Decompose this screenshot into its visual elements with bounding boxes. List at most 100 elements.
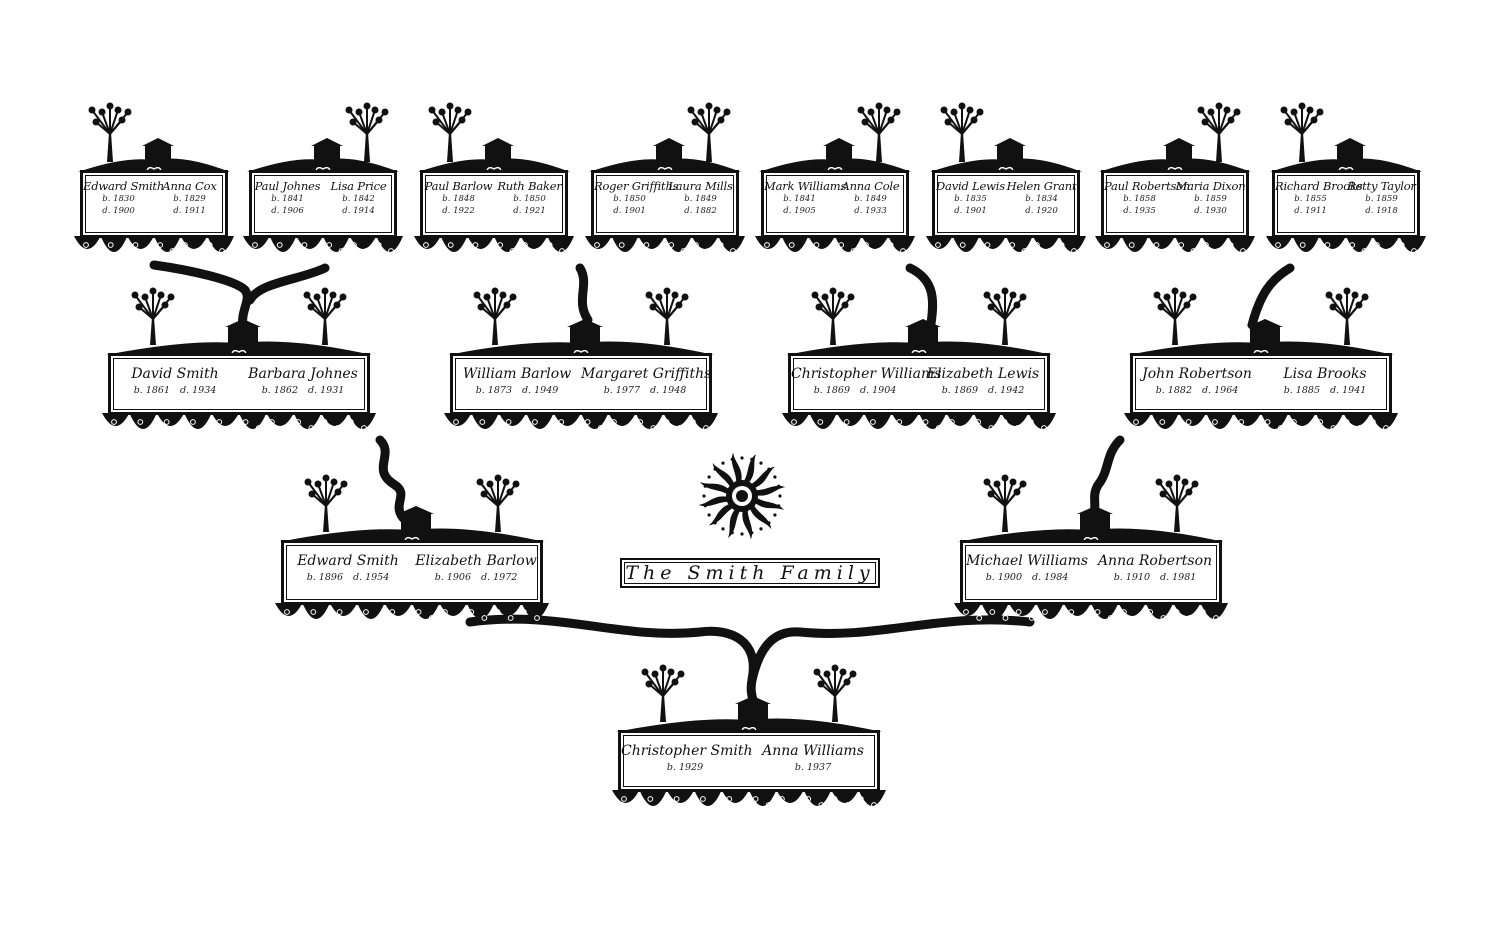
tree-icon — [303, 287, 347, 320]
birth-date: b. 1937 — [794, 762, 832, 773]
death-date: d. 1948 — [650, 385, 687, 396]
cloud-base — [102, 413, 376, 429]
person-name: Anna Robertson — [1097, 553, 1213, 569]
tree-icon — [131, 287, 175, 320]
death-date: d. 1904 — [860, 385, 897, 396]
death-date: d. 1934 — [180, 385, 217, 396]
tree-icon — [983, 474, 1027, 507]
tree-icon — [857, 102, 901, 135]
connector-branch — [905, 263, 938, 335]
cloud-base — [1124, 413, 1398, 429]
person-name: Lisa Price — [330, 179, 387, 193]
cloud-base — [1266, 236, 1426, 252]
person-name: Christopher Williams — [791, 366, 942, 382]
birth-date: b. 1910 — [1113, 572, 1150, 583]
birth-date: b. 1830 — [102, 194, 135, 204]
person-name: Elizabeth Lewis — [926, 366, 1040, 382]
birth-date: b. 1906 — [434, 572, 471, 583]
person-name: Paul Robertson — [1104, 179, 1191, 193]
grass-strip — [448, 341, 714, 355]
life-dates: b. 1937 — [749, 762, 877, 773]
roof-icon — [567, 319, 603, 327]
landscape-vignette — [612, 664, 886, 808]
house-icon — [1080, 514, 1110, 530]
house-icon — [656, 146, 682, 160]
roof-icon — [1163, 138, 1195, 146]
person-name: Laura Mills — [668, 179, 733, 193]
landscape-vignette — [102, 287, 376, 431]
birth-date: b. 1882 — [1155, 385, 1192, 396]
birth-date: b. 1858 — [1123, 194, 1156, 204]
tree-trunk — [664, 317, 670, 345]
tree-trunk — [150, 317, 156, 345]
person-name: Richard Brooks — [1275, 179, 1363, 193]
tree-trunk — [1174, 504, 1180, 532]
house-icon — [826, 146, 852, 160]
cloud-base — [243, 236, 403, 252]
life-dates: b. 1906 d. 1972 — [412, 572, 540, 583]
tree-trunk — [1002, 317, 1008, 345]
landscape-vignette — [1124, 287, 1398, 431]
death-date: d. 1972 — [481, 572, 518, 583]
tree-icon — [304, 474, 348, 507]
house-icon — [908, 327, 938, 343]
tree-trunk — [660, 694, 666, 722]
birth-date: b. 1885 — [1283, 385, 1320, 396]
grass-strip — [279, 528, 545, 542]
death-date: d. 1984 — [1032, 572, 1069, 583]
cloud-base — [926, 236, 1086, 252]
house-icon — [1250, 327, 1280, 343]
death-date: d. 1933 — [854, 206, 887, 216]
landscape-vignette — [755, 102, 915, 254]
tree-trunk — [492, 317, 498, 345]
tree-icon — [1197, 102, 1241, 135]
grass-strip — [106, 341, 372, 355]
connector-branch — [465, 614, 760, 725]
sun-ornament-icon — [698, 452, 786, 540]
death-date: d. 1918 — [1365, 206, 1398, 216]
death-date: d. 1914 — [342, 206, 375, 216]
tree-icon — [1153, 287, 1197, 320]
death-date: d. 1941 — [1330, 385, 1367, 396]
landscape-vignette — [275, 474, 549, 621]
grass-strip — [930, 158, 1082, 172]
grass-strip — [78, 158, 230, 172]
life-dates: b. 1882 d. 1964 — [1133, 385, 1261, 396]
death-date: d. 1930 — [1194, 206, 1227, 216]
grass-strip — [1270, 158, 1422, 172]
roof-icon — [905, 319, 941, 327]
landscape-vignette — [1266, 102, 1426, 254]
person-name: Anna Williams — [762, 743, 864, 759]
death-date: d. 1906 — [271, 206, 304, 216]
person-name: Anna Cox — [162, 179, 217, 193]
roof-icon — [735, 696, 771, 704]
person-name: Betty Taylor — [1347, 179, 1416, 193]
death-date: d. 1964 — [1202, 385, 1239, 396]
house-icon — [314, 146, 340, 160]
cloud-base — [585, 236, 745, 252]
